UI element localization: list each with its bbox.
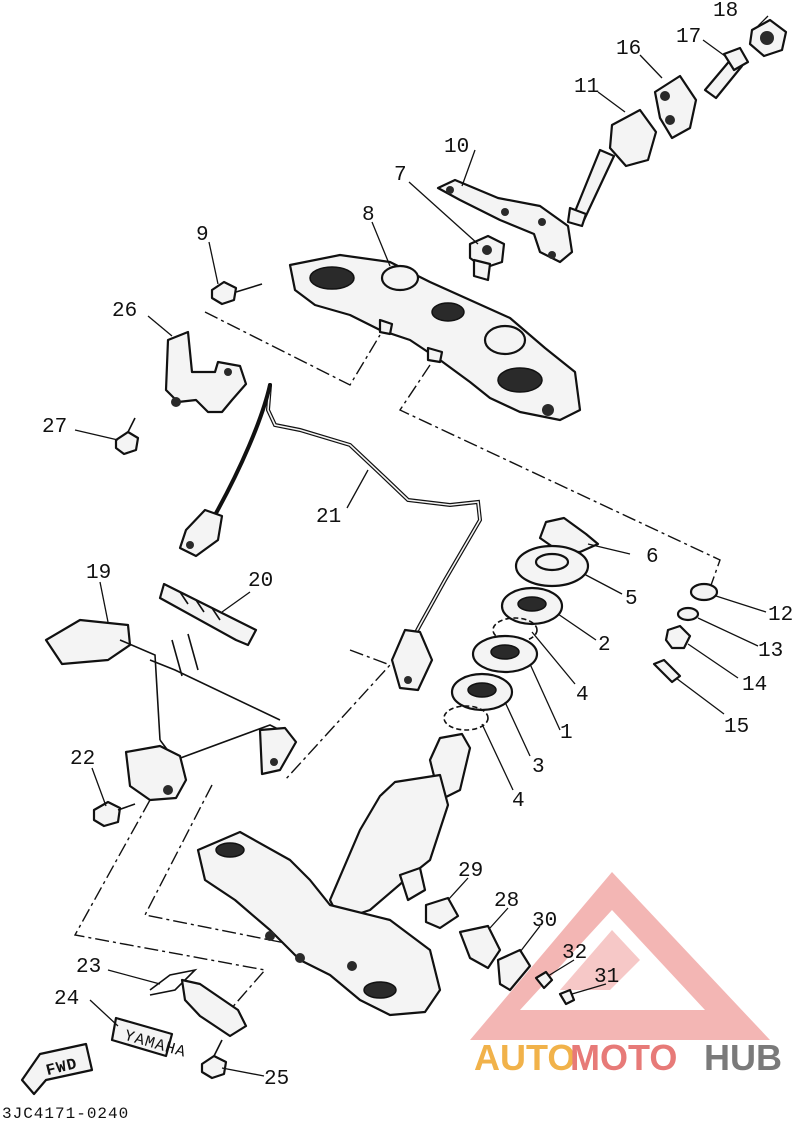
part-4-balls-lower: [443, 705, 489, 731]
callout-13: 13: [758, 640, 783, 663]
watermark-auto: AUTO: [474, 1037, 575, 1078]
part-7-steering-nut: [468, 234, 506, 282]
part-17-bolt: [703, 46, 750, 100]
watermark-logo: [470, 872, 770, 1040]
assembly-line-stem: [143, 784, 346, 956]
part-15-bolt: [652, 658, 682, 684]
part-22-bolt: [92, 800, 136, 828]
callout-16: 16: [616, 38, 641, 61]
callout-22: 22: [70, 748, 95, 771]
callout-3: 3: [532, 756, 545, 779]
part-21-cable: [178, 383, 483, 692]
part-3-race: [450, 672, 514, 712]
part-6-ring-nut: [538, 516, 600, 554]
callout-26: 26: [112, 300, 137, 323]
callout-29: 29: [458, 860, 483, 883]
part-5-seal: [514, 544, 590, 588]
callout-28: 28: [494, 890, 519, 913]
part-19-rod: [44, 618, 298, 802]
callout-1: 1: [560, 722, 573, 745]
callout-2: 2: [598, 634, 611, 657]
leader-lines: [74, 15, 769, 1077]
part-8-upper-bracket: [288, 253, 582, 422]
callout-23: 23: [76, 956, 101, 979]
callout-4b: 4: [512, 790, 525, 813]
callout-30: 30: [532, 910, 557, 933]
callout-8: 8: [362, 204, 375, 227]
watermark-moto: MOTO: [570, 1037, 677, 1078]
part-24-plate: YAMAHA: [110, 1016, 188, 1062]
part-20-tie-strap: [158, 582, 258, 647]
part-16-clamp: [653, 74, 698, 140]
callout-17: 17: [676, 26, 701, 49]
part-23-clip: [149, 968, 198, 996]
callout-9: 9: [196, 224, 209, 247]
callout-14: 14: [742, 674, 767, 697]
part-2-race: [500, 586, 564, 626]
part-9-bolt: [210, 280, 263, 306]
part-30-plate: [496, 948, 532, 992]
part-18-nut: [748, 18, 788, 58]
assembly-line-lower: [73, 799, 267, 1011]
watermark-hub: HUB: [704, 1037, 782, 1078]
callout-6: 6: [646, 546, 659, 569]
callout-11: 11: [574, 76, 599, 99]
part-1-race: [471, 634, 539, 674]
part-24-bracket: [180, 978, 248, 1038]
callout-12: 12: [768, 604, 793, 627]
part-10-plate: [436, 178, 574, 264]
callout-32: 32: [562, 942, 587, 965]
assembly-line-ring: [398, 364, 721, 589]
assembly-line-cable: [284, 649, 392, 781]
fwd-arrow: FWD: [20, 1042, 94, 1096]
watermark-text: AUTO MOTO HUB: [474, 1037, 782, 1078]
part-25-bolt: [200, 1039, 228, 1080]
part-26-bracket: [164, 330, 248, 414]
callout-10: 10: [444, 136, 469, 159]
callout-labels: 18 17 16 11 10 7 8 9 26 27 21 19 20 22 6…: [42, 0, 793, 1091]
callout-4a: 4: [576, 684, 589, 707]
part-14-nut: [664, 624, 692, 650]
part-28-bolt: [458, 924, 502, 970]
part-11-handlebar-holder: [566, 108, 658, 228]
callout-25: 25: [264, 1068, 289, 1091]
part-12-washer: [689, 582, 719, 602]
callout-7: 7: [394, 164, 407, 187]
assembly-line-bracket: [204, 311, 381, 386]
callout-24: 24: [54, 988, 79, 1011]
callout-21: 21: [316, 506, 341, 529]
callout-18: 18: [713, 0, 738, 23]
lower-bracket-stem: [196, 732, 472, 1017]
callout-31: 31: [594, 966, 619, 989]
diagram-code: 3JC4171-0240: [2, 1105, 129, 1123]
part-13-washer: [676, 606, 700, 622]
callout-15: 15: [724, 716, 749, 739]
callout-20: 20: [248, 570, 273, 593]
callout-27: 27: [42, 416, 67, 439]
callout-19: 19: [86, 562, 111, 585]
part-29-collar: [424, 896, 460, 930]
callout-5: 5: [625, 588, 638, 611]
part-31-screw: [558, 988, 576, 1006]
part-27-bolt: [114, 417, 140, 456]
